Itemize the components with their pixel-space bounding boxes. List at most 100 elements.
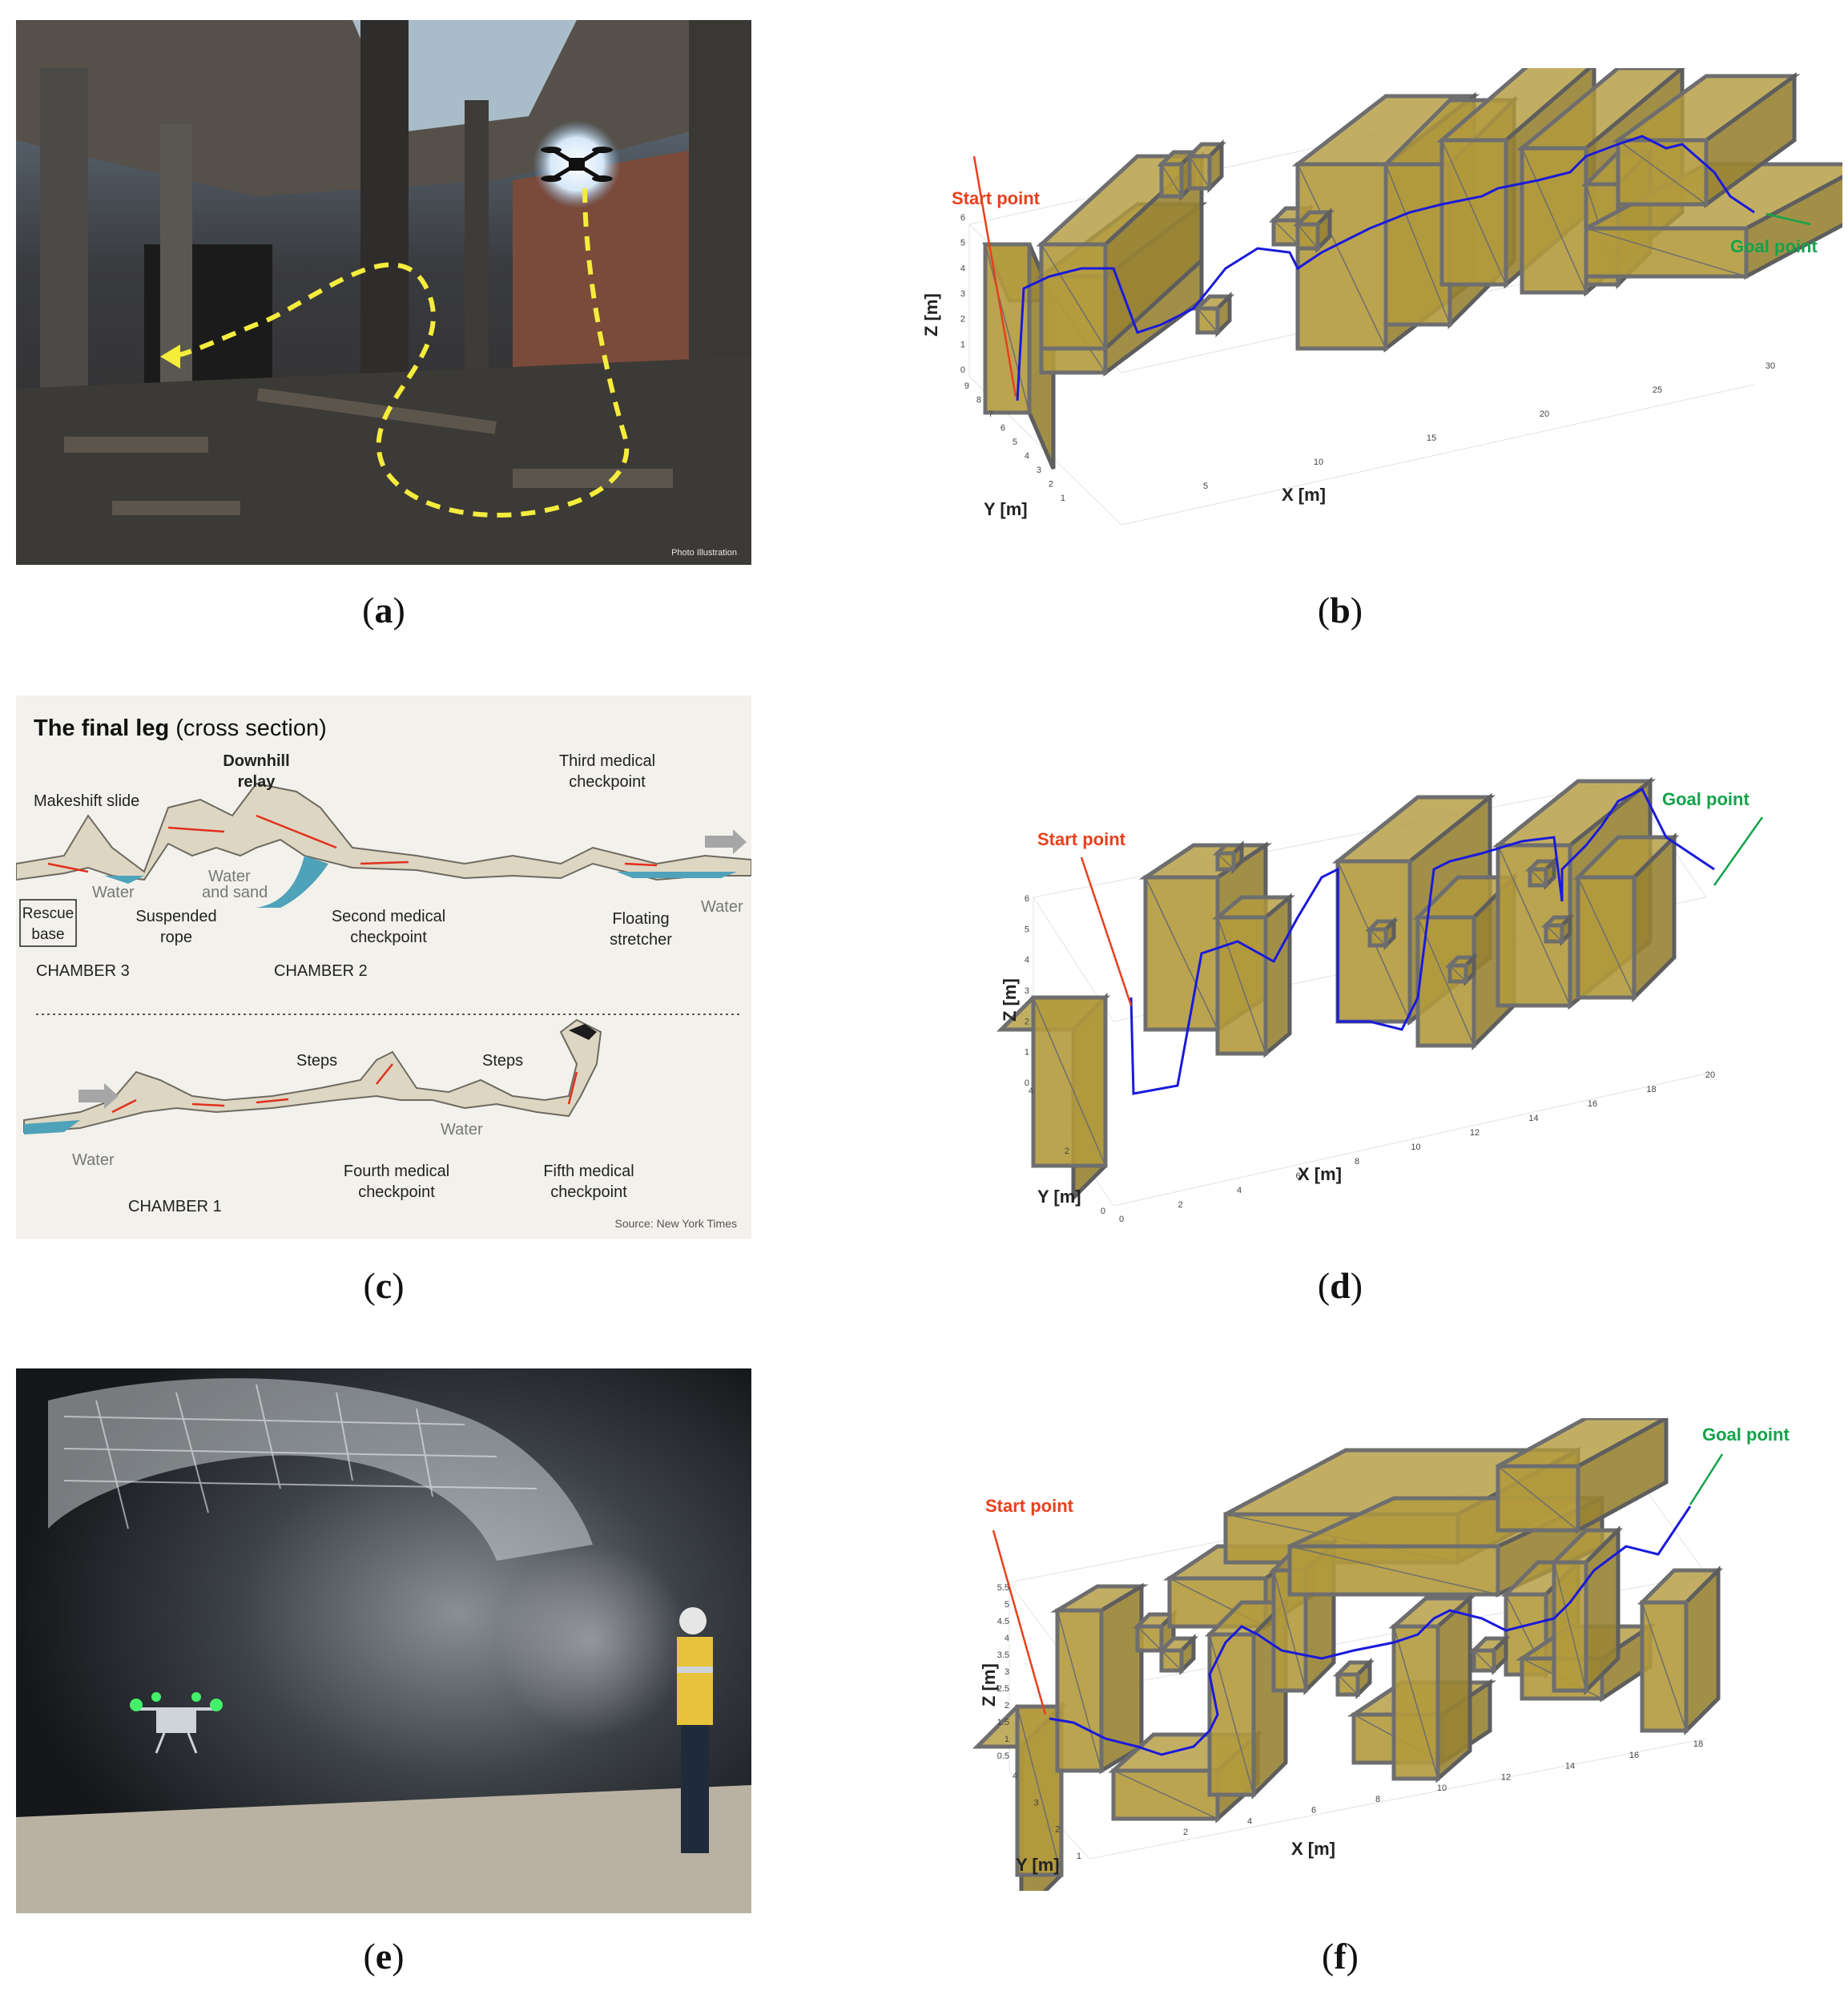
label-fifth-medical-2: checkpoint bbox=[550, 1183, 627, 1201]
label-suspended-rope-2: rope bbox=[160, 929, 192, 946]
ticks-b-y-tick-4: 5 bbox=[1013, 437, 1017, 447]
obstacle-d-8 bbox=[1444, 952, 1480, 987]
label-makeshift-slide: Makeshift slide bbox=[34, 792, 139, 810]
obstacle-d-9 bbox=[1524, 856, 1560, 891]
ticks-f-x-tick-6: 14 bbox=[1565, 1762, 1575, 1771]
ticks-d-z-tick-5: 5 bbox=[1025, 925, 1029, 934]
plot-d-xlabel: X [m] bbox=[1298, 1164, 1342, 1184]
ticks-b-z-tick-2: 2 bbox=[960, 315, 965, 324]
plot-b-zlabel: Z [m] bbox=[921, 293, 941, 337]
ticks-b-x-tick-5: 30 bbox=[1765, 361, 1775, 371]
ticks-b-y-tick-5: 6 bbox=[1000, 424, 1005, 433]
obstacle-b-7 bbox=[1192, 291, 1235, 338]
obstacle-d-3 bbox=[1212, 893, 1295, 1058]
plot-f-goal-arrow bbox=[1689, 1453, 1724, 1505]
plot-d-goal-arrow bbox=[1713, 816, 1764, 886]
caption-f: (f) bbox=[1322, 1936, 1359, 1977]
label-third-medical-2: checkpoint bbox=[569, 773, 646, 791]
plot-b-start-label: Start point bbox=[952, 188, 1041, 208]
ticks-d-y-tick-1: 2 bbox=[1065, 1147, 1069, 1156]
label-water-4: Water bbox=[72, 1151, 115, 1169]
label-chamber-3: CHAMBER 3 bbox=[36, 962, 130, 980]
plot-d-ylabel: Y [m] bbox=[1037, 1187, 1081, 1207]
plot-f-ticks: 2468101214161812340.511.522.533.544.555.… bbox=[997, 1583, 1703, 1861]
label-fourth-medical-2: checkpoint bbox=[358, 1183, 435, 1201]
ticks-f-z-tick-8: 4.5 bbox=[997, 1617, 1009, 1626]
caption-c: (c) bbox=[363, 1265, 405, 1306]
obstacle-d-11 bbox=[1364, 916, 1399, 951]
ticks-b-z-tick-3: 3 bbox=[960, 289, 965, 299]
plot-b-ylabel: Y [m] bbox=[984, 499, 1028, 519]
label-rescue-base-2: base bbox=[31, 926, 64, 943]
obstacle-f-18 bbox=[1468, 1633, 1512, 1676]
ticks-f-y-tick-3: 4 bbox=[1013, 1771, 1017, 1781]
ticks-f-y-tick-0: 1 bbox=[1077, 1852, 1081, 1861]
ticks-d-x-tick-1: 2 bbox=[1178, 1200, 1182, 1210]
plot-b-3d-path: Start point Goal point X [m] Y [m] Z [m]… bbox=[921, 59, 1848, 526]
label-chamber-2: CHAMBER 2 bbox=[274, 962, 368, 980]
cave-cross-section-diagram: The final leg (cross section) Makeshift … bbox=[15, 715, 752, 1230]
label-water-2: Water bbox=[701, 898, 743, 916]
ticks-d-z-tick-0: 0 bbox=[1025, 1078, 1029, 1088]
ticks-d-x-tick-8: 16 bbox=[1588, 1099, 1597, 1109]
obstacle-f-5 bbox=[1156, 1633, 1199, 1676]
ticks-b-z-tick-6: 6 bbox=[960, 213, 965, 223]
ticks-d-x-tick-10: 20 bbox=[1705, 1070, 1715, 1080]
mine-drone-illustration bbox=[16, 1368, 751, 1913]
obstacle-f-1 bbox=[972, 1701, 1067, 1920]
drone-path-arrow bbox=[167, 187, 630, 518]
ticks-d-x-tick-9: 18 bbox=[1646, 1085, 1656, 1094]
ticks-d-x-tick-0: 0 bbox=[1119, 1215, 1124, 1224]
photo-watermark: Photo Illustration bbox=[671, 548, 737, 558]
ticks-d-x-tick-3: 6 bbox=[1295, 1171, 1300, 1181]
ticks-d-y-tick-2: 4 bbox=[1029, 1086, 1033, 1096]
ticks-f-z-tick-9: 5 bbox=[1005, 1600, 1009, 1610]
obstacle-d-7 bbox=[1572, 832, 1680, 1003]
collapsed-building-illustration: Photo Illustration bbox=[16, 20, 751, 565]
ticks-f-x-tick-1: 4 bbox=[1247, 1816, 1252, 1826]
label-floating-1: Floating bbox=[612, 910, 669, 928]
plot-d-zlabel: Z [m] bbox=[1000, 978, 1020, 1022]
ticks-b-y-tick-3: 4 bbox=[1025, 452, 1029, 461]
ticks-b-z-tick-0: 0 bbox=[960, 365, 965, 375]
ticks-f-x-tick-3: 8 bbox=[1375, 1795, 1380, 1804]
ticks-f-x-tick-7: 16 bbox=[1629, 1751, 1639, 1760]
label-fourth-medical-1: Fourth medical bbox=[344, 1163, 449, 1180]
miner-figure bbox=[677, 1607, 713, 1853]
plot-f-zlabel: Z [m] bbox=[979, 1663, 999, 1707]
ticks-f-y-tick-1: 2 bbox=[1055, 1825, 1060, 1835]
ticks-d-x-tick-6: 12 bbox=[1470, 1128, 1480, 1138]
ticks-f-z-tick-2: 1.5 bbox=[997, 1718, 1009, 1727]
ticks-b-z-tick-4: 4 bbox=[960, 264, 965, 273]
ticks-f-z-tick-3: 2 bbox=[1005, 1701, 1009, 1711]
label-fifth-medical-1: Fifth medical bbox=[543, 1163, 634, 1180]
ticks-b-y-tick-7: 8 bbox=[976, 396, 981, 405]
ticks-d-z-tick-1: 1 bbox=[1025, 1048, 1029, 1058]
plot-f-path bbox=[1049, 1505, 1692, 1756]
obstacle-f-17 bbox=[1637, 1565, 1724, 1736]
obstacle-f-2 bbox=[1049, 1582, 1149, 1775]
ticks-b-x-tick-2: 15 bbox=[1427, 433, 1436, 443]
obstacle-b-15 bbox=[1612, 72, 1801, 208]
obstacle-f-19 bbox=[1332, 1657, 1375, 1700]
ticks-d-x-tick-7: 14 bbox=[1528, 1114, 1538, 1123]
flow-arrow-icon bbox=[705, 829, 747, 854]
ticks-b-z-tick-5: 5 bbox=[960, 239, 965, 248]
plot-b-goal-label: Goal point bbox=[1730, 236, 1818, 256]
label-water-sand-2: and sand bbox=[202, 884, 268, 901]
ticks-b-x-tick-4: 25 bbox=[1653, 385, 1662, 395]
obstacle-f-16 bbox=[1496, 1414, 1669, 1534]
ticks-b-y-tick-8: 9 bbox=[964, 381, 969, 391]
label-rescue-base-1: Rescue bbox=[22, 905, 74, 922]
plot-b-path bbox=[1016, 135, 1755, 401]
obstacle-d-1 bbox=[996, 992, 1111, 1203]
ticks-d-x-tick-5: 10 bbox=[1411, 1143, 1420, 1152]
ticks-b-y-tick-0: 1 bbox=[1061, 494, 1065, 503]
plot-d-start-arrow bbox=[1080, 856, 1133, 1006]
plot-f: Start point Goal point X [m] Y [m] Z [m]… bbox=[921, 1414, 1842, 1920]
ticks-b-y-tick-6: 7 bbox=[988, 409, 993, 419]
plot-d-start-label: Start point bbox=[1037, 829, 1126, 849]
plot-f-obstacles bbox=[972, 1414, 1724, 1920]
obstacle-b-9 bbox=[1292, 207, 1335, 254]
